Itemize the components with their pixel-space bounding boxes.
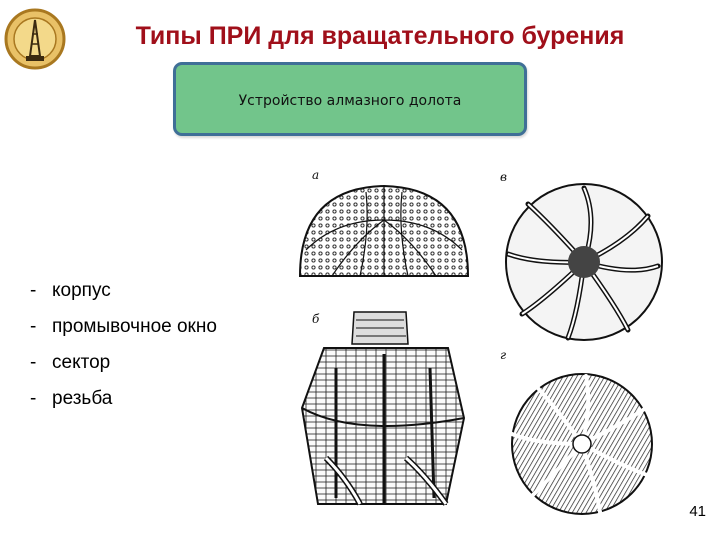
figure-label-v: в [500, 170, 507, 184]
figure-label-a: а [312, 168, 320, 182]
bullet-list: -корпус -промывочное окно -сектор -резьб… [30, 280, 217, 424]
figure-a [296, 180, 472, 282]
diamond-bit-crown-icon [298, 184, 470, 277]
bullet-item: -резьба [30, 388, 217, 424]
figure-v [498, 180, 670, 348]
logo-emblem [4, 4, 66, 74]
figure-b [296, 308, 472, 518]
bullet-text: резьба [52, 388, 113, 409]
figure-label-g: г [500, 348, 507, 362]
bullet-marker: - [30, 388, 37, 409]
bullet-marker: - [30, 352, 37, 373]
bullet-text: сектор [52, 352, 111, 373]
diamond-bit-sector-body-icon [300, 311, 466, 506]
info-box: Устройство алмазного долота [173, 62, 527, 136]
bullet-item: -промывочное окно [30, 316, 217, 352]
bullet-item: -корпус [30, 280, 217, 316]
diamond-bit-radial-face-icon [510, 373, 653, 515]
figure-g [496, 372, 668, 520]
page-number: 41 [689, 503, 706, 520]
bullet-text: корпус [52, 280, 111, 301]
info-box-label: Устройство алмазного долота [238, 93, 462, 109]
figure-label-b: б [312, 312, 320, 326]
bullet-marker: - [30, 280, 37, 301]
bullet-text: промывочное окно [52, 316, 217, 337]
diamond-bit-spiral-face-icon [505, 183, 663, 341]
bullet-item: -сектор [30, 352, 217, 388]
university-tower-emblem-icon [4, 8, 66, 70]
bullet-marker: - [30, 316, 37, 337]
slide-title: Типы ПРИ для вращательного бурения [135, 22, 625, 50]
